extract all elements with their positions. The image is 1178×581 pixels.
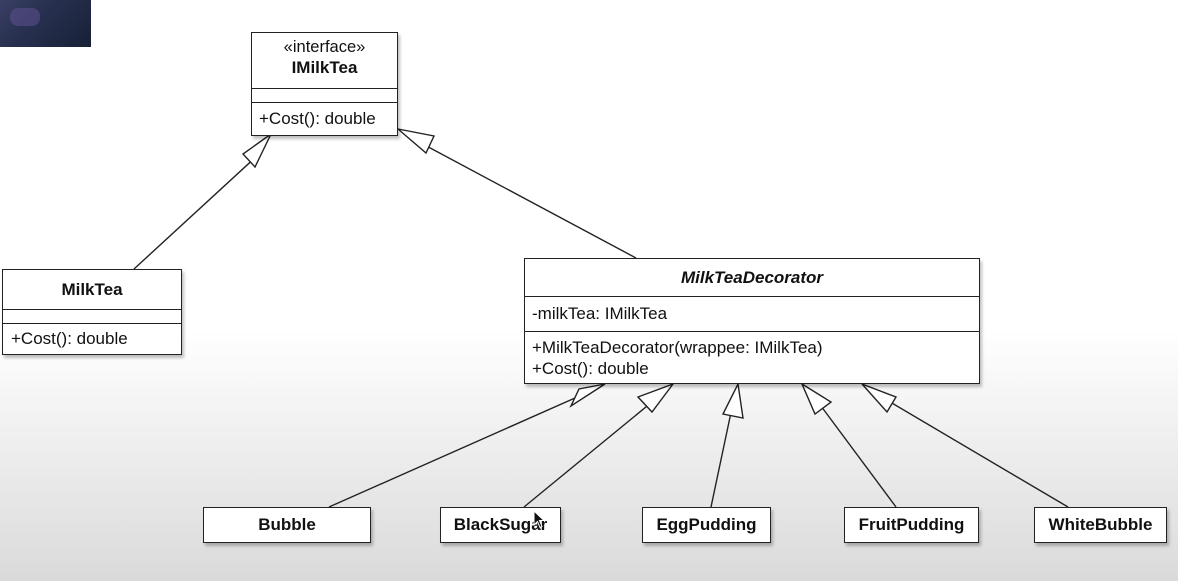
attribute: -milkTea: IMilkTea bbox=[532, 304, 668, 323]
arrowhead-blacksugar bbox=[636, 382, 675, 414]
class-whitebubble[interactable]: WhiteBubble bbox=[1034, 507, 1167, 543]
attributes-compartment bbox=[3, 309, 181, 323]
operations-compartment: +Cost(): double bbox=[3, 323, 181, 349]
edge-fruitpudding bbox=[817, 401, 897, 508]
edge-bubble bbox=[328, 393, 585, 508]
edge-decorator-to-imilktea bbox=[418, 141, 637, 259]
class-name: MilkTea bbox=[61, 280, 123, 299]
operation: +MilkTeaDecorator(wrappee: IMilkTea) bbox=[532, 338, 823, 357]
operation: +Cost(): double bbox=[259, 109, 376, 128]
arrowhead-whitebubble bbox=[861, 383, 898, 414]
class-name: FruitPudding bbox=[858, 515, 965, 534]
class-header: «interface» IMilkTea bbox=[252, 33, 397, 88]
arrowhead-fruitpudding bbox=[800, 382, 833, 416]
operations-compartment: +MilkTeaDecorator(wrappee: IMilkTea) +Co… bbox=[525, 331, 979, 379]
class-name: EggPudding bbox=[656, 515, 757, 534]
arrowhead-milktea bbox=[241, 133, 272, 169]
class-milktea[interactable]: MilkTea +Cost(): double bbox=[2, 269, 182, 355]
class-fruitpudding[interactable]: FruitPudding bbox=[844, 507, 979, 543]
class-blacksugar[interactable]: BlackSugar bbox=[440, 507, 561, 543]
arrowhead-decorator bbox=[395, 127, 436, 155]
operation: +Cost(): double bbox=[532, 359, 649, 378]
attributes-compartment: -milkTea: IMilkTea bbox=[525, 296, 979, 331]
class-imilktea[interactable]: «interface» IMilkTea +Cost(): double bbox=[251, 32, 398, 136]
video-thumbnail bbox=[0, 0, 91, 47]
class-milkteadecorator[interactable]: MilkTeaDecorator -milkTea: IMilkTea +Mil… bbox=[524, 258, 980, 384]
edge-eggpudding bbox=[710, 402, 734, 508]
class-name: Bubble bbox=[258, 515, 316, 534]
class-bubble[interactable]: Bubble bbox=[203, 507, 371, 543]
operation: +Cost(): double bbox=[11, 329, 128, 348]
class-name: MilkTeaDecorator bbox=[680, 268, 824, 287]
class-name: IMilkTea bbox=[291, 58, 358, 77]
edge-whitebubble bbox=[879, 395, 1069, 508]
class-header: MilkTea bbox=[3, 270, 181, 309]
class-eggpudding[interactable]: EggPudding bbox=[642, 507, 771, 543]
edge-milktea-to-imilktea bbox=[133, 154, 259, 270]
class-header: MilkTeaDecorator bbox=[525, 259, 979, 296]
edge-blacksugar bbox=[523, 401, 653, 508]
class-name: WhiteBubble bbox=[1048, 515, 1153, 534]
operations-compartment: +Cost(): double bbox=[252, 102, 397, 129]
class-name: BlackSugar bbox=[453, 515, 548, 534]
mouse-cursor-icon bbox=[533, 510, 546, 529]
stereotype-label: «interface» bbox=[283, 38, 366, 56]
arrowhead-bubble bbox=[569, 383, 606, 408]
attributes-compartment bbox=[252, 88, 397, 102]
arrowhead-eggpudding bbox=[721, 381, 744, 419]
